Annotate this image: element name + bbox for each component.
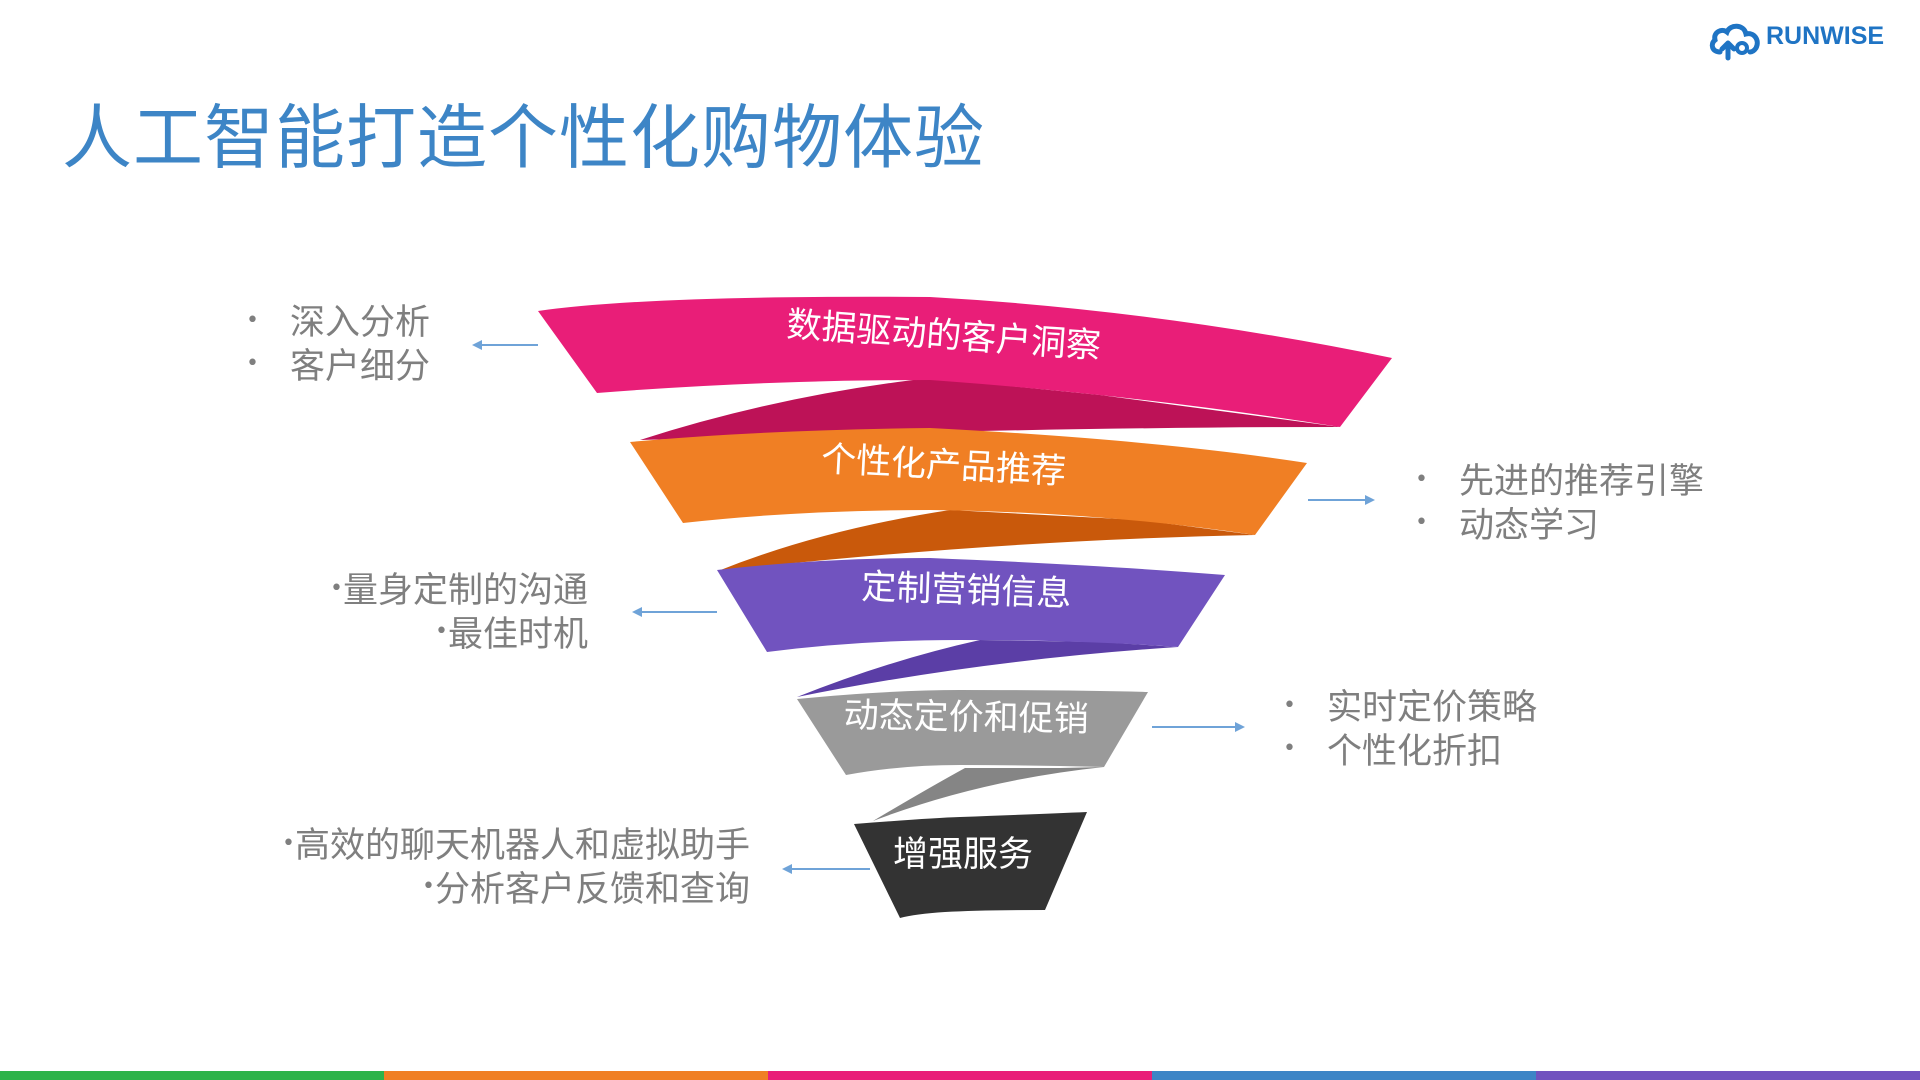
bullet-icon: • [435,619,448,644]
connector-3 [797,640,1178,697]
list-item: •个性化折扣 [1283,731,1537,775]
bullet-icon: • [246,307,259,333]
list-item: •客户细分 [246,346,430,390]
stage-4-notes: •实时定价策略 •个性化折扣 [1283,687,1537,774]
bullet-icon: • [1415,510,1428,535]
bullet-icon: • [1283,692,1296,718]
bullet-icon: • [1283,736,1296,761]
funnel-band-1 [538,296,1392,427]
funnel-band-3 [717,558,1225,652]
stage-2-notes: •先进的推荐引擎 •动态学习 [1415,461,1704,548]
connector-2 [718,510,1255,571]
funnel-band-5 [854,812,1087,918]
connector-4 [873,767,1104,821]
list-item: •动态学习 [1415,505,1704,549]
footer-segment [1536,1071,1920,1080]
list-item: •最佳时机 [299,614,588,658]
list-item: •实时定价策略 [1283,687,1537,731]
bullet-icon: • [422,874,435,899]
list-item: •高效的聊天机器人和虚拟助手 [251,825,750,869]
footer-color-bar [0,1071,1920,1080]
cloud-logo-icon [1709,23,1760,61]
stage-5-notes: •高效的聊天机器人和虚拟助手 •分析客户反馈和查询 [251,825,750,912]
stage-3-notes: •量身定制的沟通 •最佳时机 [299,570,588,657]
funnel-band-4 [797,690,1148,775]
list-item: •深入分析 [246,302,430,346]
connector-1 [640,378,1340,440]
stage-1-notes: •深入分析 •客户细分 [246,302,430,389]
stage-label-5: 增强服务 [893,835,1033,875]
list-item: •量身定制的沟通 [299,570,588,614]
footer-segment [0,1071,384,1080]
footer-segment [384,1071,768,1080]
arrows [472,340,1375,874]
slide-title: 人工智能打造个性化购物体验 [62,97,985,179]
funnel-band-2 [630,428,1307,535]
bullet-icon: • [330,575,343,601]
bullet-icon: • [246,351,259,376]
footer-segment [1152,1071,1536,1080]
bullet-icon: • [282,830,295,856]
list-item: •分析客户反馈和查询 [251,869,750,913]
list-item: •先进的推荐引擎 [1415,461,1704,505]
bullet-icon: • [1415,466,1428,492]
stage-label-4: 动态定价和促销 [843,696,1089,740]
footer-segment [768,1071,1152,1080]
runwise-logo: RUNWISE [1708,18,1884,62]
logo-wordmark: RUNWISE [1766,22,1885,50]
stage-label-3: 定制营销信息 [861,567,1072,614]
